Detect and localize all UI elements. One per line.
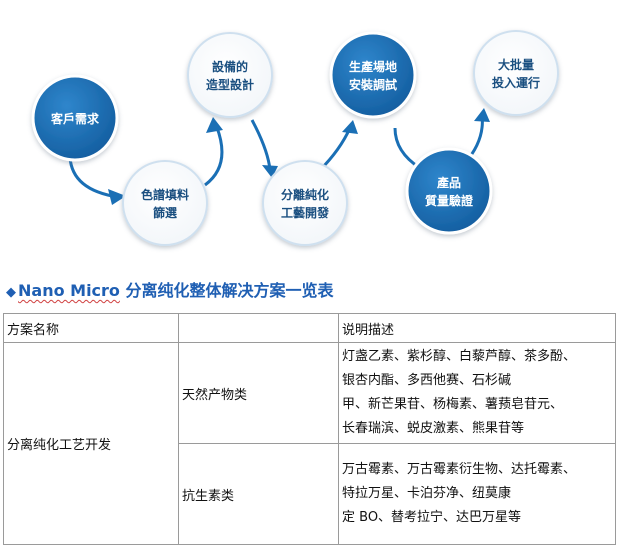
group-cell: 分离纯化工艺开发 [3,342,179,545]
description-line: 长春瑞滨、蜕皮激素、熊果苷等 [342,421,525,436]
connector-5 [393,127,421,170]
description-line: 万古霉素、万古霉素衍生物、达托霉素、 [342,462,577,477]
flow-step-label: 生產場地 [349,59,397,74]
heading-title: 分离纯化整体解决方案一览表 [125,281,334,300]
description-line: 甲、新芒果苷、杨梅素、薯蓣皂苷元、 [342,397,564,412]
flow-step-circle [405,147,493,235]
flow-step-circle [473,30,559,116]
arrowhead-2 [206,117,223,133]
connector-2 [204,124,224,187]
arrowhead-4 [342,120,358,134]
flow-step-label: 工藝開發 [281,205,330,220]
flow-step-label: 客戶需求 [50,111,100,126]
connector-3 [250,119,272,171]
arrowhead-6 [474,108,490,122]
header-blank [178,313,339,343]
flow-step-circle [122,160,208,246]
flow-step-label: 大批量 [498,57,534,72]
table-row: 分离纯化工艺开发 天然产物类 灯盏乙素、紫杉醇、白藜芦醇、茶多酚、 银杏内酯、多… [3,342,616,545]
solutions-heading: ◆Nano Micro 分离纯化整体解决方案一览表 [6,278,334,304]
description-cell: 万古霉素、万古霉素衍生物、达托霉素、 特拉万星、卡泊芬净、纽莫康 定 BO、替考… [338,443,616,545]
connector-4 [318,127,352,172]
flow-step-label: 投入運行 [492,75,540,90]
description-line: 定 BO、替考拉宁、达巴万星等 [342,510,522,525]
flow-step-label: 質量驗證 [425,193,474,208]
arrowhead-1 [108,189,126,205]
flow-step-label: 安裝調試 [349,77,397,92]
description-line: 特拉万星、卡泊芬净、纽莫康 [342,486,512,501]
flow-step-label: 色譜填料 [141,187,189,202]
solutions-table: 方案名称 说明描述 分离纯化工艺开发 天然产物类 灯盏乙素、紫杉醇、白藜芦醇、茶… [3,313,616,545]
category-cell: 天然产物类 [178,342,339,444]
flow-step-label: 產品 [436,175,461,190]
flow-step-label: 篩選 [153,205,177,220]
flow-step-circle [262,160,348,246]
table-header-row: 方案名称 说明描述 [3,313,616,343]
category-cell: 抗生素类 [178,443,339,545]
brand-name: Nano Micro [18,281,120,300]
header-scheme-name: 方案名称 [3,313,179,343]
arrowhead-3 [262,165,278,178]
description-cell: 灯盏乙素、紫杉醇、白藜芦醇、茶多酚、 银杏内酯、多西他赛、石杉碱 甲、新芒果苷、… [338,342,616,444]
description-line: 银杏内酯、多西他赛、石杉碱 [342,373,512,388]
flow-step-circle [187,32,273,118]
description-line: 灯盏乙素、紫杉醇、白藜芦醇、茶多酚、 [342,349,577,364]
flow-step-label: 設備的 [212,59,248,74]
diamond-icon: ◆ [6,285,16,300]
flow-step-customer-demand: 客戶需求 [31,74,119,162]
flow-step-label: 造型設計 [206,77,254,92]
header-description: 说明描述 [338,313,616,343]
flow-step-label: 分離純化 [281,187,329,202]
flow-step-circle [31,74,119,162]
flow-step-circle [329,31,417,119]
table-row: 抗生素类 万古霉素、万古霉素衍生物、达托霉素、 特拉万星、卡泊芬净、纽莫康 定 … [4,443,616,545]
